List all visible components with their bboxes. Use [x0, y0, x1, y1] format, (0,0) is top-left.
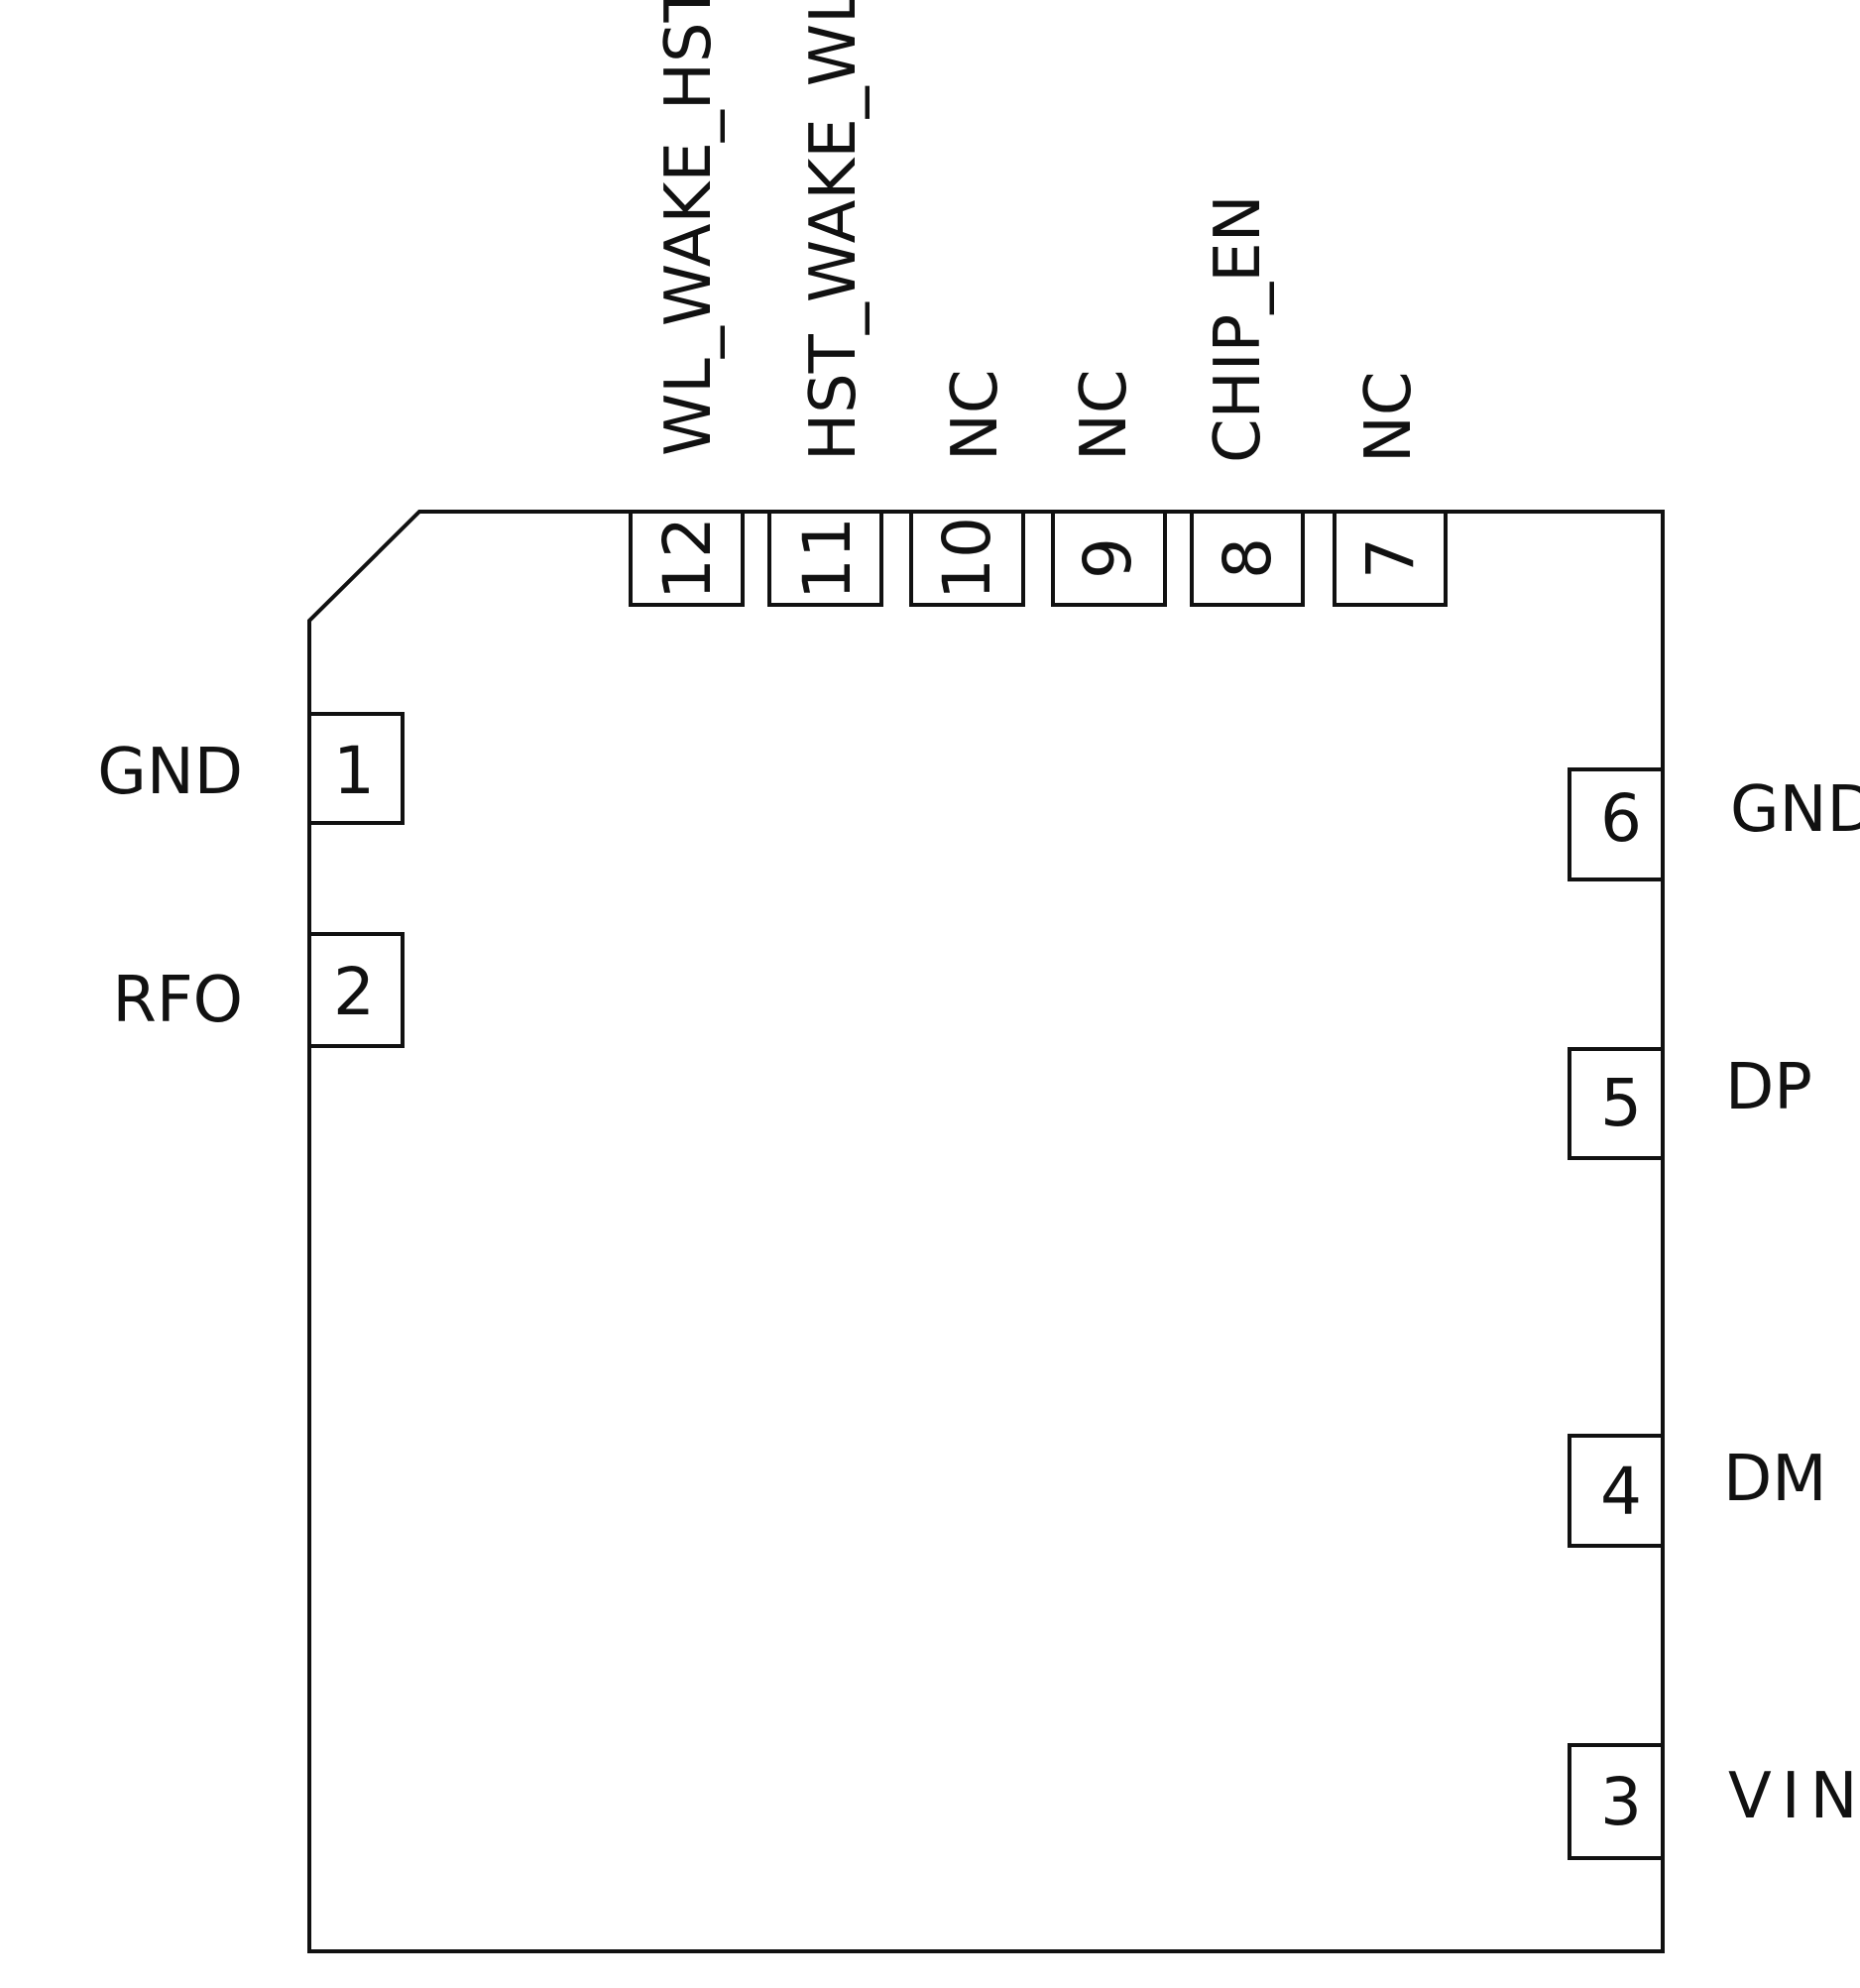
pin-pad [1190, 510, 1305, 607]
pin-number: 4 [1600, 1454, 1642, 1530]
top-pin-10: 10 NC [909, 369, 1025, 607]
pin-number: 7 [1352, 537, 1429, 579]
pin-label: WL_WAKE_HST [652, 0, 726, 456]
pin-pad [307, 712, 405, 825]
pin-number: 9 [1070, 537, 1146, 579]
pin-pad [909, 510, 1025, 607]
top-pin-12: 12 WL_WAKE_HST [629, 0, 745, 607]
pin-label: GND [1730, 773, 1860, 847]
chip-body-outline [307, 510, 1665, 1953]
pin-label: VIN [1728, 1760, 1860, 1833]
right-pin-4: 4 DM [1568, 1434, 1827, 1548]
top-pin-8: 8 CHIP_EN [1190, 194, 1305, 607]
pin-pad [1568, 767, 1665, 881]
pin-pad [1568, 1434, 1665, 1548]
right-pin-6: 6 GND [1568, 767, 1860, 881]
pin-pad [307, 932, 405, 1048]
pin-label: RFO [112, 964, 243, 1037]
pin-number: 10 [929, 517, 1005, 600]
top-pin-9: 9 NC [1051, 369, 1167, 607]
pin-pad [1568, 1743, 1665, 1860]
pin-number: 3 [1600, 1764, 1642, 1840]
pin-label: DP [1725, 1051, 1812, 1124]
pin-label: HST_WAKE_WL [797, 0, 871, 461]
pin-pad [1568, 1047, 1665, 1160]
pin-number: 8 [1210, 537, 1286, 579]
pin-label: GND [97, 736, 243, 809]
pin-label: DM [1723, 1443, 1827, 1516]
top-pin-11: 11 HST_WAKE_WL [767, 0, 883, 607]
pin-pad [1333, 510, 1448, 607]
pin-pad [629, 510, 745, 607]
pin-number: 11 [789, 517, 866, 600]
pin-pad [767, 510, 883, 607]
pin-number: 6 [1600, 780, 1642, 857]
right-pin-5: 5 DP [1568, 1047, 1812, 1160]
top-pin-7: 7 NC [1333, 371, 1448, 607]
pin-number: 2 [333, 954, 375, 1030]
pin-number: 12 [649, 517, 726, 600]
pin-label: CHIP_EN [1202, 194, 1275, 463]
pin-label: NC [939, 369, 1012, 461]
pin-number: 1 [333, 733, 375, 809]
left-pin-1: 1 GND [97, 712, 405, 825]
pin-number: 5 [1600, 1065, 1642, 1141]
left-pin-2: 2 RFO [112, 932, 405, 1048]
right-pin-3: 3 VIN [1568, 1743, 1860, 1860]
pin-pad [1051, 510, 1167, 607]
pin-label: NC [1352, 371, 1426, 463]
pin-label: NC [1068, 369, 1141, 461]
